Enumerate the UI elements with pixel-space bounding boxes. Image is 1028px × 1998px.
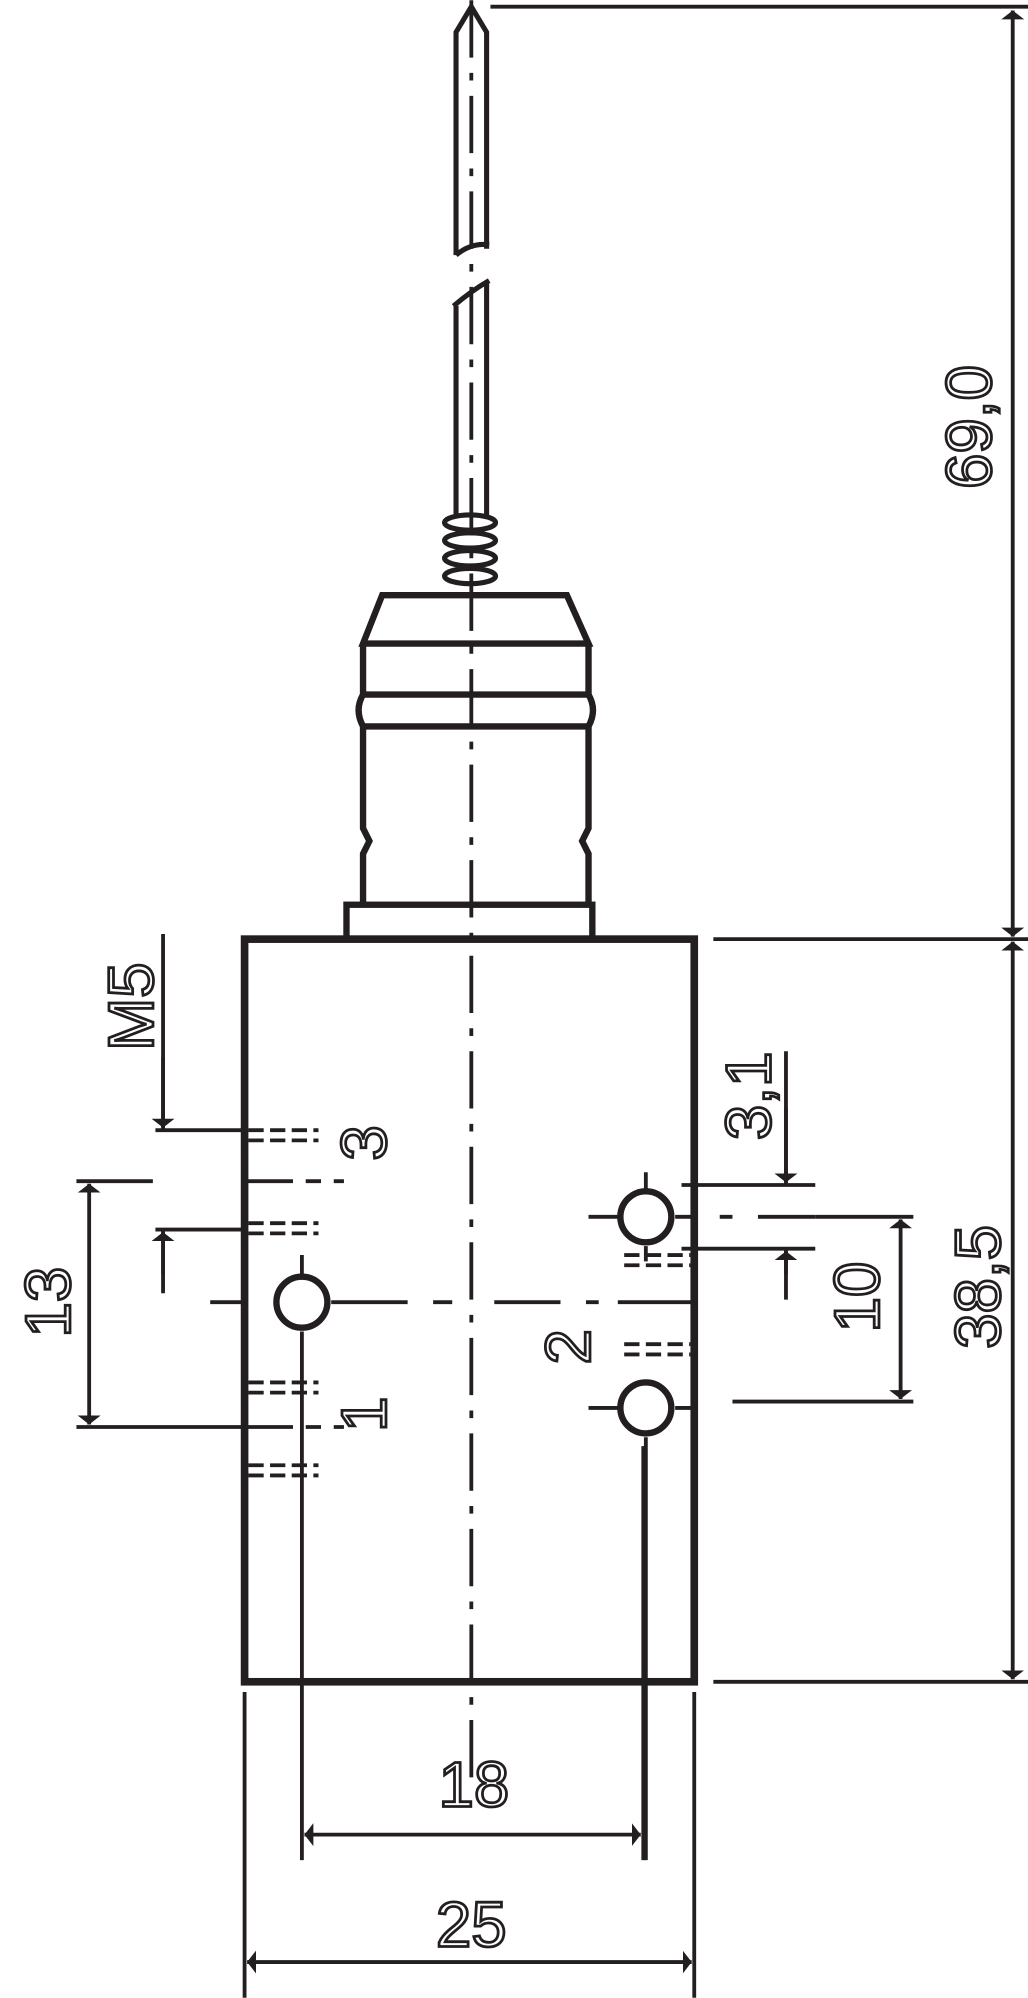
dim-m5-label: M5 [96,962,167,1050]
lever-rod [451,1,491,517]
dim-10-label: 10 [822,1262,893,1333]
hole-centerlines [210,1172,816,1861]
dimension-lines [76,4,1028,1998]
dim-25-label: 25 [436,1890,507,1961]
valve-body [240,935,699,1686]
dim-13-label: 13 [13,1267,84,1338]
port-1-label: 1 [329,1397,400,1432]
spring [442,512,499,587]
port-2-label: 2 [533,1329,604,1364]
dim-38-5-label: 38,5 [943,1225,1014,1349]
dim-3-1-label: 3,1 [714,1052,785,1141]
dim-69-label: 69,0 [934,365,1005,489]
port-3-label: 3 [329,1125,400,1160]
dim-18-label: 18 [438,1750,509,1821]
thread-hidden-lines [248,1128,691,1478]
